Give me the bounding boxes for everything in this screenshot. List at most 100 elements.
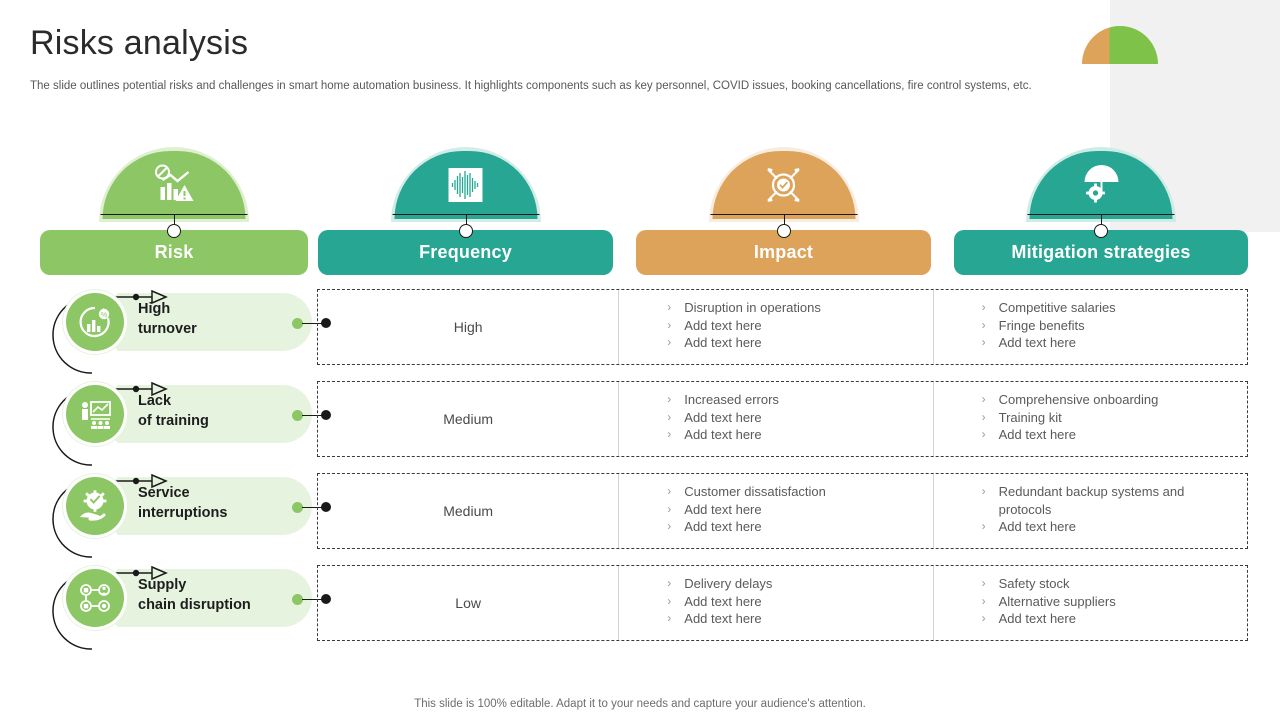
frequency-value: Medium bbox=[443, 503, 494, 519]
risk-label: Lack of training bbox=[138, 391, 318, 431]
impact-cell: ›Increased errors ›Add text here ›Add te… bbox=[619, 382, 934, 456]
table-row[interactable]: Medium ›Increased errors ›Add text here … bbox=[317, 381, 1248, 457]
impact-cell: ›Delivery delays ›Add text here ›Add tex… bbox=[619, 566, 934, 640]
risk-item-supply-chain-disruption[interactable]: Supply chain disruption bbox=[28, 559, 331, 651]
list-item: ›Add text here bbox=[667, 335, 762, 350]
risk-label-line1: Service bbox=[138, 485, 190, 501]
page-title: Risks analysis bbox=[30, 24, 249, 62]
chevron-right-icon: › bbox=[667, 317, 672, 332]
risk-label: Service interruptions bbox=[138, 483, 318, 523]
waveform-icon bbox=[394, 151, 537, 219]
list-item: ›Disruption in operations bbox=[667, 300, 821, 315]
header-bar-mitigation[interactable]: Mitigation strategies bbox=[954, 230, 1248, 275]
connector-stem bbox=[465, 214, 467, 230]
list-item: ›Customer dissatisfaction bbox=[667, 484, 826, 499]
frequency-cell: High bbox=[318, 290, 620, 364]
svg-text:%: % bbox=[101, 312, 107, 319]
chevron-right-icon: › bbox=[981, 593, 986, 608]
table-row[interactable]: Medium ›Customer dissatisfaction ›Add te… bbox=[317, 473, 1248, 549]
chevron-right-icon: › bbox=[667, 335, 672, 349]
risk-label: Supply chain disruption bbox=[138, 575, 318, 615]
risk-label-line1: Supply bbox=[138, 577, 187, 593]
list-item: ›Safety stock bbox=[981, 576, 1070, 591]
connector-node bbox=[458, 224, 473, 238]
chevron-right-icon: › bbox=[667, 409, 672, 424]
frequency-value: Medium bbox=[443, 411, 494, 427]
risk-label-line2: chain disruption bbox=[138, 597, 251, 613]
umbrella-gear-icon bbox=[1029, 151, 1173, 219]
chevron-right-icon: › bbox=[667, 611, 672, 625]
list-item: ›Add text here bbox=[667, 501, 762, 517]
chevron-right-icon: › bbox=[981, 300, 986, 314]
dome-wrapper bbox=[636, 145, 931, 238]
table-row[interactable]: Low ›Delivery delays ›Add text here ›Add… bbox=[317, 565, 1248, 641]
page-subtitle: The slide outlines potential risks and c… bbox=[30, 80, 1032, 92]
footer-note: This slide is 100% editable. Adapt it to… bbox=[414, 698, 866, 710]
chevron-right-icon: › bbox=[667, 427, 672, 441]
dome-wrapper bbox=[954, 145, 1248, 238]
list-item: ›Add text here bbox=[981, 427, 1076, 442]
chevron-right-icon: › bbox=[667, 300, 672, 314]
header-label: Risk bbox=[154, 242, 194, 262]
connector-node bbox=[776, 224, 791, 238]
list-item: ›Alternative suppliers bbox=[981, 593, 1116, 609]
mitigation-cell: ›Comprehensive onboarding ›Training kit … bbox=[934, 382, 1247, 456]
connector-line bbox=[302, 323, 326, 324]
chevron-right-icon: › bbox=[981, 519, 986, 533]
connector-stem bbox=[174, 214, 175, 230]
connector-dot-black bbox=[321, 502, 331, 512]
impact-cell: ›Disruption in operations ›Add text here… bbox=[619, 290, 934, 364]
risk-label-line2: turnover bbox=[138, 321, 197, 337]
chevron-right-icon: › bbox=[667, 593, 672, 608]
list-item: ›Comprehensive onboarding bbox=[981, 392, 1159, 407]
chevron-right-icon: › bbox=[981, 335, 986, 349]
impact-cell: ›Customer dissatisfaction ›Add text here… bbox=[619, 474, 934, 548]
header-label: Frequency bbox=[419, 242, 512, 262]
list-item: ›Add text here bbox=[981, 519, 1076, 534]
mitigation-cell: ›Safety stock ›Alternative suppliers ›Ad… bbox=[934, 566, 1247, 640]
table-row[interactable]: High ›Disruption in operations ›Add text… bbox=[317, 289, 1248, 365]
chevron-right-icon: › bbox=[981, 317, 986, 332]
risk-label-line1: High bbox=[138, 301, 171, 317]
chevron-right-icon: › bbox=[667, 576, 672, 590]
growth-chart-percent-icon: % bbox=[66, 293, 124, 351]
list-item: ›Competitive salaries bbox=[981, 300, 1116, 315]
header-label: Mitigation strategies bbox=[1011, 242, 1191, 262]
list-item: ›Redundant backup systems and protocols bbox=[981, 484, 1185, 517]
list-item: ›Add text here bbox=[667, 409, 762, 425]
risk-item-lack-of-training[interactable]: Lack of training bbox=[28, 375, 331, 467]
hand-gear-service-icon bbox=[66, 477, 124, 535]
risk-item-high-turnover[interactable]: % High turnover bbox=[28, 283, 331, 375]
supply-chain-network-icon bbox=[66, 569, 124, 627]
list-item: ›Add text here bbox=[667, 427, 762, 442]
risk-label-line1: Lack bbox=[138, 393, 172, 409]
connector-dot-green bbox=[292, 502, 303, 513]
chevron-right-icon: › bbox=[667, 501, 672, 516]
list-item: ›Add text here bbox=[667, 611, 762, 626]
risk-item-service-interruptions[interactable]: Service interruptions bbox=[28, 467, 331, 559]
chevron-right-icon: › bbox=[667, 484, 672, 498]
list-item: ›Add text here bbox=[981, 335, 1076, 350]
risk-label-line2: of training bbox=[138, 413, 209, 429]
chart-decline-warning-icon bbox=[102, 151, 246, 219]
chevron-right-icon: › bbox=[667, 392, 672, 406]
risk-label: High turnover bbox=[138, 299, 318, 339]
dome-wrapper bbox=[318, 145, 613, 238]
connector-dot-green bbox=[292, 594, 303, 605]
chevron-right-icon: › bbox=[981, 392, 986, 406]
chevron-right-icon: › bbox=[981, 484, 986, 498]
list-item: ›Increased errors bbox=[667, 392, 779, 407]
list-item: ›Add text here bbox=[981, 611, 1076, 626]
connector-line bbox=[302, 415, 326, 416]
connector-dot-green bbox=[292, 410, 303, 421]
gear-target-arrows-icon bbox=[712, 151, 855, 219]
list-item: ›Add text here bbox=[667, 519, 762, 534]
connector-dot-green bbox=[292, 318, 303, 329]
list-item: ›Fringe benefits bbox=[981, 317, 1085, 333]
connector-dot-black bbox=[321, 594, 331, 604]
risk-label-line2: interruptions bbox=[138, 505, 228, 521]
connector-line bbox=[302, 599, 326, 600]
chevron-right-icon: › bbox=[981, 576, 986, 590]
list-item: ›Add text here bbox=[667, 317, 762, 333]
